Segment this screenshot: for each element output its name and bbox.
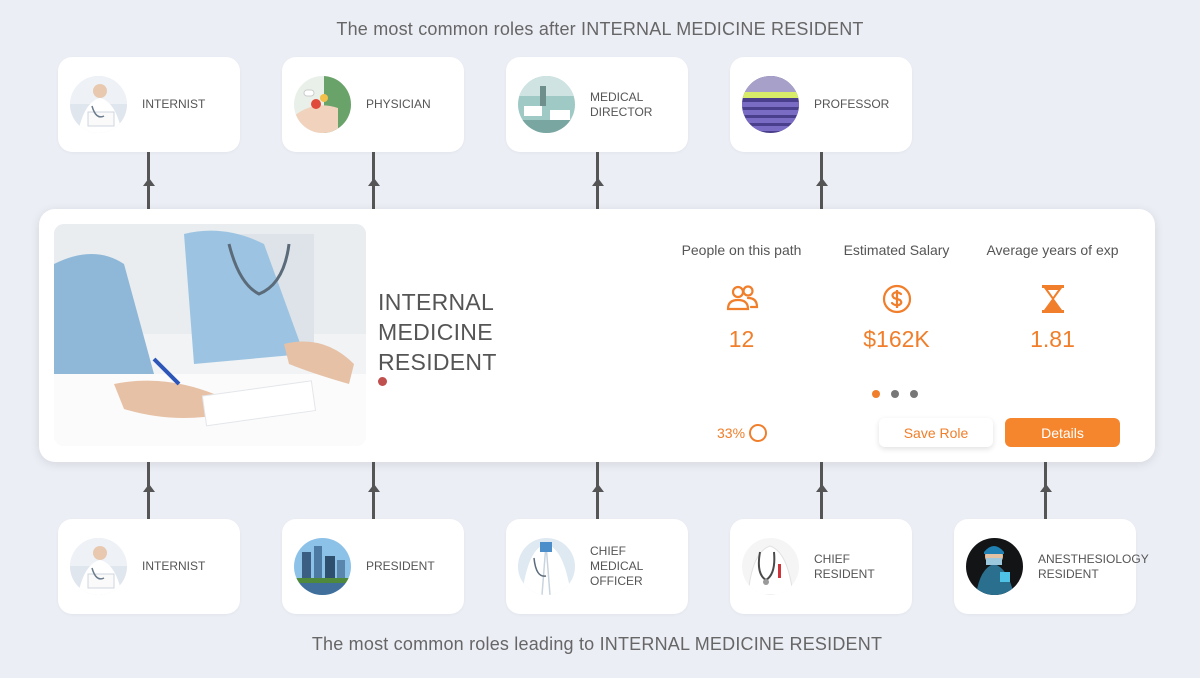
current-role-title: INTERNAL MEDICINE RESIDENT [378,289,497,375]
stat-label: Estimated Salary [843,242,950,258]
arrow-up-icon [143,178,155,186]
previous-role-label: CHIEF RESIDENT [814,551,875,581]
surgeon-photo-icon [966,538,1023,595]
arrow-up-icon [592,178,604,186]
match-progress: 33% [717,424,768,442]
details-button[interactable]: Details [1005,418,1120,447]
stat-value: 12 [728,326,755,352]
next-role-card-medical-director[interactable]: MEDICAL DIRECTOR [506,57,688,152]
next-role-label: INTERNIST [142,97,206,111]
carousel-dots [872,390,918,398]
next-role-label: PHYSICIAN [366,97,431,111]
arrow-up-icon [1040,484,1052,492]
arrow-up-icon [368,178,380,186]
progress-value: 33% [717,425,746,441]
previous-role-card-anesthesiology-resident[interactable]: ANESTHESIOLOGY RESIDENT [954,519,1149,614]
previous-role-card-chief-medical-officer[interactable]: CHIEF MEDICAL OFFICER [506,519,688,614]
stat-label: People on this path [681,242,802,258]
role-marker-dot [378,377,387,386]
next-role-label: PROFESSOR [814,97,890,111]
save-role-button[interactable]: Save Role [879,418,993,447]
arrow-up-icon [368,484,380,492]
carousel-dot[interactable] [891,390,899,398]
people-icon [664,284,819,314]
pills-hand-photo-icon [294,76,351,133]
lecture-hall-photo-icon [742,76,799,133]
stat-value: 1.81 [1030,326,1075,352]
previous-roles-heading: The most common roles leading to INTERNA… [311,634,883,654]
next-role-card-physician[interactable]: PHYSICIAN [282,57,464,152]
previous-role-card-chief-resident[interactable]: CHIEF RESIDENT [730,519,912,614]
doctor-writing-photo-icon [70,538,127,595]
next-role-card-internist[interactable]: INTERNIST [58,57,240,152]
hospital-ward-photo-icon [518,76,575,133]
arrow-up-icon [816,178,828,186]
previous-role-label: ANESTHESIOLOGY RESIDENT [1038,551,1149,581]
previous-role-card-internist[interactable]: INTERNIST [58,519,240,614]
stat-value: $162K [863,326,930,352]
stat-estimated-salary: Estimated Salary $162K [819,242,974,353]
next-role-label: MEDICAL DIRECTOR [590,89,653,119]
dollar-icon [819,284,974,314]
previous-role-label: CHIEF MEDICAL OFFICER [590,544,644,588]
city-skyline-photo-icon [294,538,351,595]
arrow-up-icon [143,484,155,492]
arrow-up-icon [816,484,828,492]
previous-role-card-president[interactable]: PRESIDENT [282,519,464,614]
carousel-dot[interactable] [910,390,918,398]
arrow-up-icon [592,484,604,492]
stat-average-years: Average years of exp 1.81 [975,242,1130,353]
carousel-dot-active[interactable] [872,390,880,398]
nurses-writing-photo-icon [54,224,366,446]
hourglass-icon [975,284,1130,314]
stethoscope-coat-photo-icon [742,538,799,595]
current-role-card: INTERNAL MEDICINE RESIDENT People on thi… [39,209,1155,462]
doctor-writing-photo-icon [70,76,127,133]
stat-people-on-path: People on this path 12 [664,242,819,353]
doctor-coat-photo-icon [518,538,575,595]
previous-role-label: PRESIDENT [366,559,435,573]
next-roles-heading: The most common roles after INTERNAL MED… [336,19,864,39]
progress-ring-icon [749,424,768,442]
stat-label: Average years of exp [986,242,1119,258]
next-role-card-professor[interactable]: PROFESSOR [730,57,912,152]
previous-role-label: INTERNIST [142,559,206,573]
